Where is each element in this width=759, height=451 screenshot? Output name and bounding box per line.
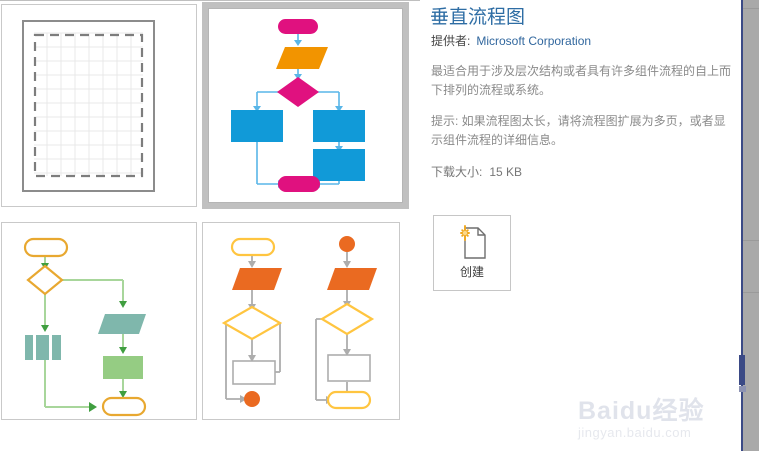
grid-top-divider — [0, 0, 420, 1]
download-size-row: 下载大小: 15 KB — [431, 163, 522, 181]
thumbnail-frame-selected — [208, 8, 403, 203]
right-seam-lower — [743, 292, 759, 293]
template-thumbnail-grid — [0, 0, 420, 420]
right-seam-top — [743, 8, 759, 9]
provider-name: Microsoft Corporation — [476, 34, 592, 48]
template-description: 最适合用于涉及层次结构或者具有许多组件流程的自上而下排列的流程或系统。 — [431, 64, 732, 97]
right-outer-background — [743, 0, 759, 451]
page-title: 垂直流程图 — [430, 7, 526, 28]
provider-row: 提供者: Microsoft Corporation — [431, 33, 591, 50]
thumbnail-vertical-flowchart[interactable] — [202, 2, 409, 209]
right-window-edge — [741, 0, 743, 451]
thumbnail-art-orange-flowchart — [202, 222, 400, 420]
watermark-url: jingyan.baidu.com — [578, 425, 692, 440]
provider-label: 提供者: — [431, 34, 471, 48]
right-seam-middle — [743, 240, 759, 241]
download-size-label: 下载大小: — [431, 165, 483, 179]
template-tip: 提示: 如果流程图太长，请将流程图扩展为多页，或者显示组件流程的详细信息。 — [431, 114, 726, 147]
create-button[interactable]: 创建 — [433, 215, 511, 291]
thumbnail-orange-flowchart[interactable] — [202, 222, 400, 420]
template-detail-pane: 垂直流程图 提供者: Microsoft Corporation 最适合用于涉及层… — [430, 0, 735, 451]
thumbnail-green-flowchart[interactable] — [1, 222, 197, 420]
watermark-title: Baidu经验 — [578, 397, 705, 425]
thumbnail-blank-drawing[interactable] — [1, 4, 197, 207]
scrollbar-thumb[interactable] — [739, 355, 745, 385]
download-size-value: 15 KB — [489, 165, 523, 179]
new-document-icon — [460, 225, 486, 259]
thumbnail-art-green-flowchart — [1, 222, 197, 420]
thumbnail-art-vertical-flowchart — [209, 9, 402, 202]
thumbnail-art-blank-grid — [1, 4, 197, 207]
baidu-jingyan-watermark: Baidu经验 jingyan.baidu.com — [578, 398, 738, 444]
scrollbar-thumb-tail[interactable] — [739, 386, 746, 392]
create-button-label: 创建 — [459, 265, 484, 279]
